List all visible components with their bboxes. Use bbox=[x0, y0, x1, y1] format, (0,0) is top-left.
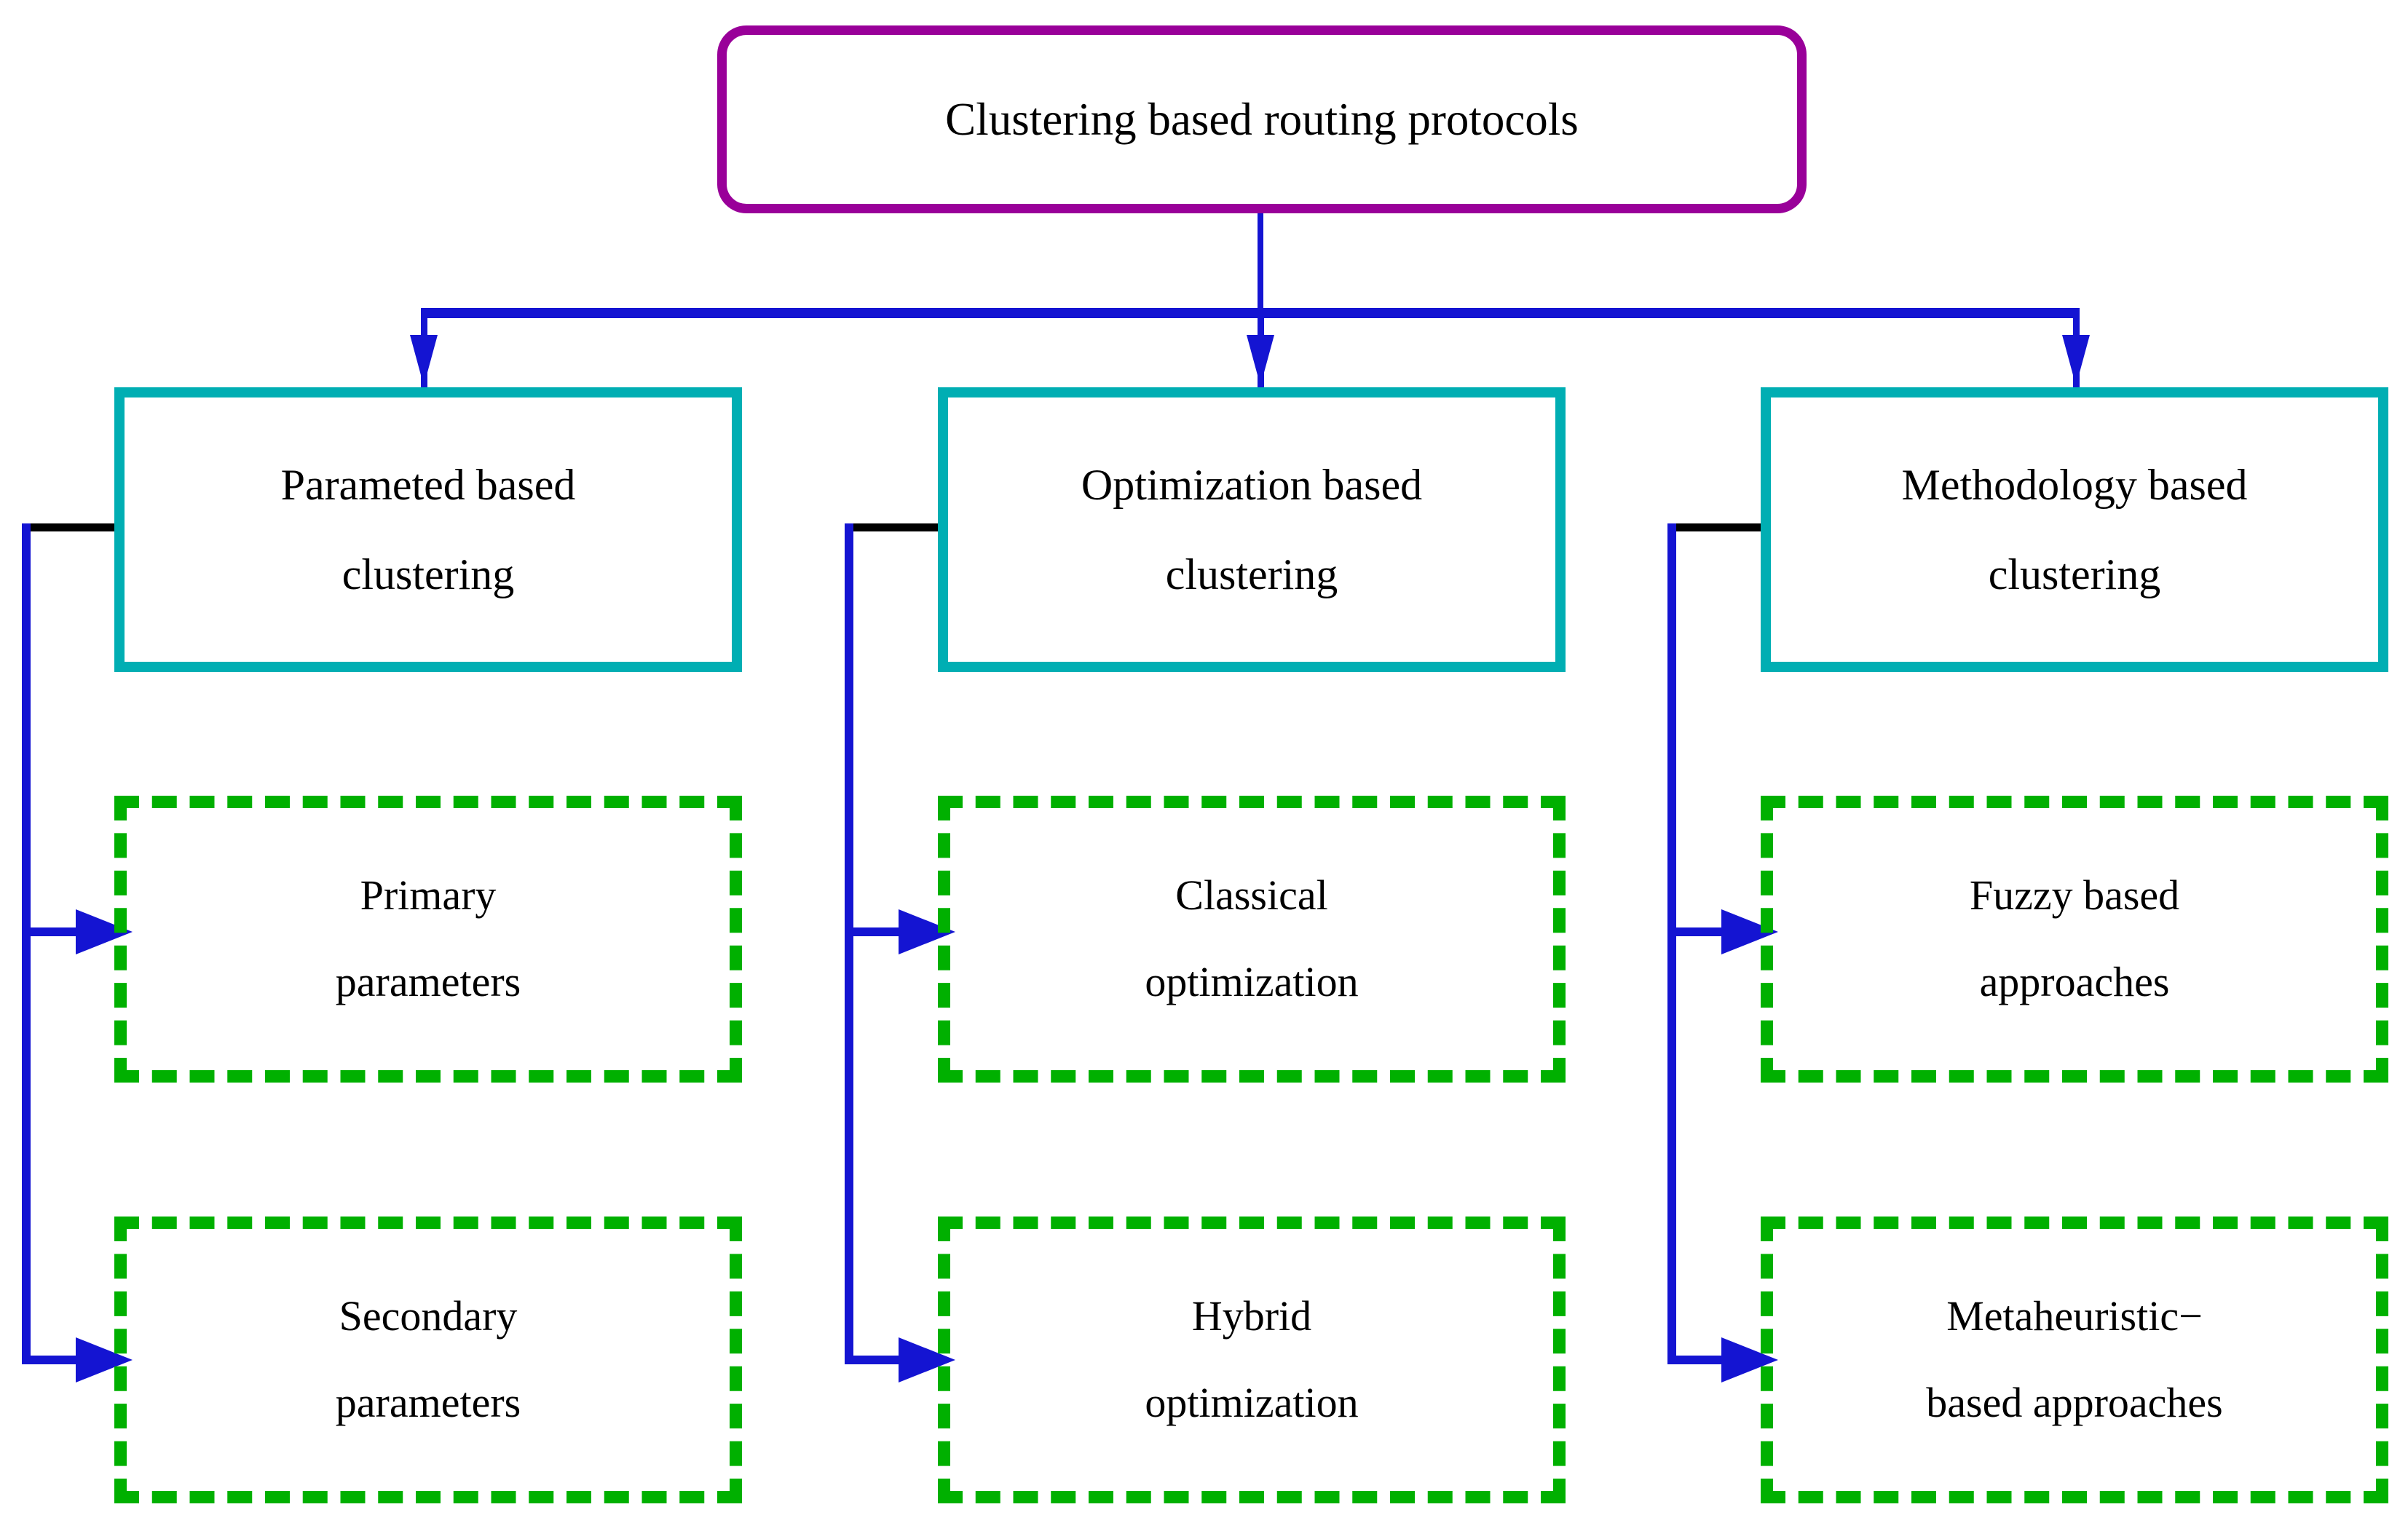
connector-root-stem bbox=[1258, 211, 1263, 313]
connector-root-bus bbox=[421, 308, 2080, 318]
node-category-label-line2: clustering bbox=[1165, 550, 1338, 598]
node-category-label-line2: clustering bbox=[1988, 550, 2161, 598]
node-leaf-label-line2: parameters bbox=[335, 958, 521, 1005]
node-leaf-label-line2: parameters bbox=[335, 1379, 521, 1426]
connector-tap-col1 bbox=[22, 523, 124, 531]
connector-tap-col2 bbox=[845, 523, 947, 531]
connector-tap-col3 bbox=[1667, 523, 1769, 531]
node-leaf-label-line1: Primary bbox=[360, 871, 497, 919]
node-leaf-fuzzy-based-approaches[interactable]: Fuzzy based approaches bbox=[1761, 796, 2388, 1083]
arrowhead-down-col2 bbox=[1247, 335, 1274, 386]
node-leaf-label-line1: Secondary bbox=[339, 1292, 518, 1340]
arrowhead-down-col1 bbox=[410, 335, 438, 386]
node-category-label-line1: Optimization based bbox=[1081, 460, 1423, 509]
node-category-methodology-based-clustering[interactable]: Methodology based clustering bbox=[1761, 387, 2388, 672]
node-root-clustering-based-routing-protocols[interactable]: Clustering based routing protocols bbox=[717, 25, 1807, 213]
connector-spine-col1 bbox=[22, 523, 31, 1364]
node-leaf-label-line1: Classical bbox=[1175, 871, 1328, 919]
node-category-label-line2: clustering bbox=[342, 550, 515, 598]
node-leaf-label-line2: based approaches bbox=[1926, 1379, 2223, 1426]
node-category-optimization-based-clustering[interactable]: Optimization based clustering bbox=[938, 387, 1566, 672]
connector-spine-col3 bbox=[1667, 523, 1676, 1364]
node-leaf-secondary-parameters[interactable]: Secondary parameters bbox=[114, 1217, 742, 1503]
node-leaf-label-line2: approaches bbox=[1979, 958, 2170, 1005]
node-category-label-line1: Parameted based bbox=[280, 460, 576, 509]
node-leaf-classical-optimization[interactable]: Classical optimization bbox=[938, 796, 1566, 1083]
node-leaf-label-line1: Metaheuristic− bbox=[1946, 1292, 2203, 1340]
node-category-label-line1: Methodology based bbox=[1901, 460, 2248, 509]
node-leaf-label-line2: optimization bbox=[1145, 958, 1359, 1005]
node-leaf-hybrid-optimization[interactable]: Hybrid optimization bbox=[938, 1217, 1566, 1503]
node-leaf-primary-parameters[interactable]: Primary parameters bbox=[114, 796, 742, 1083]
node-leaf-label-line1: Hybrid bbox=[1191, 1292, 1312, 1340]
node-leaf-metaheuristic-based-approaches[interactable]: Metaheuristic− based approaches bbox=[1761, 1217, 2388, 1503]
node-leaf-label-line1: Fuzzy based bbox=[1969, 871, 2180, 919]
node-root-label: Clustering based routing protocols bbox=[945, 93, 1579, 145]
arrowhead-down-col3 bbox=[2062, 335, 2090, 386]
connector-spine-col2 bbox=[845, 523, 853, 1364]
node-leaf-label-line2: optimization bbox=[1145, 1379, 1359, 1426]
node-category-parameted-based-clustering[interactable]: Parameted based clustering bbox=[114, 387, 742, 672]
